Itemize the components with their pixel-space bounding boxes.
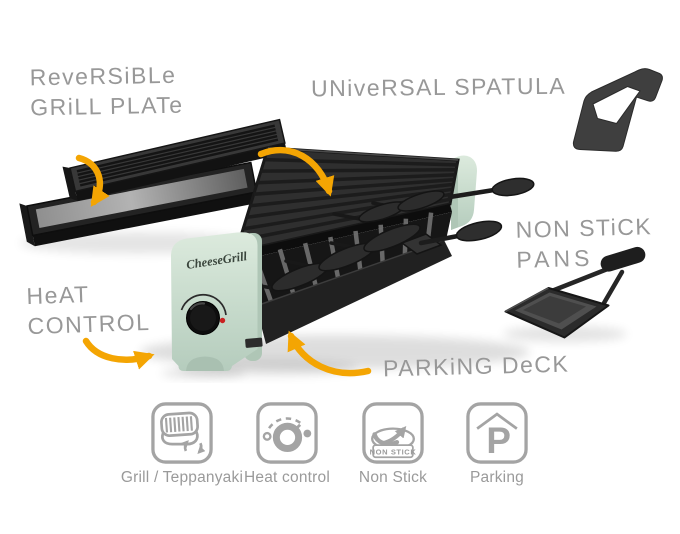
heat-control-arrow xyxy=(82,337,155,370)
annotation-arrows xyxy=(75,146,372,377)
parking-deck-arrow xyxy=(287,330,372,377)
annotation-line: ReveRSiBLe xyxy=(29,61,177,91)
feature-parking: P Parking xyxy=(422,402,572,487)
annotation-reversible-grill-plate: ReveRSiBLe GRiLL PLATe xyxy=(29,60,184,123)
non-stick-icon: NON STICK xyxy=(362,402,424,464)
feature-label: Heat control xyxy=(244,469,330,486)
parking-icon-letter: P xyxy=(486,420,511,461)
grill-plate-flat xyxy=(19,161,259,247)
annotation-line: GRiLL PLATe xyxy=(30,91,184,121)
grill-plate-arrow xyxy=(257,146,335,197)
annotation-line: PANS xyxy=(516,244,594,273)
grill-teppanyaki-icon xyxy=(151,402,213,464)
main-grill: CheeseGrill xyxy=(170,146,535,371)
annotation-parking-deck: PARKiNG DeCK xyxy=(383,349,570,384)
heat-control-icon xyxy=(256,402,318,464)
feature-non-stick: NON STICK Non Stick xyxy=(318,402,468,487)
parked-pan-handles xyxy=(236,190,445,292)
grill-base xyxy=(256,240,452,344)
parking-icon: P xyxy=(466,402,528,464)
annotation-universal-spatula: UNiveRSAL SPATULA xyxy=(311,71,566,104)
brand-badge xyxy=(245,337,263,348)
mini-pan xyxy=(504,246,646,339)
annotation-line: CONTROL xyxy=(27,308,151,340)
feature-grill-teppanyaki: Grill / Teppanyaki xyxy=(107,402,257,487)
feature-heat-control: Heat control xyxy=(212,402,362,487)
heat-knob xyxy=(180,293,227,335)
feature-label: Non Stick xyxy=(358,469,428,486)
grill-plate-ribbed xyxy=(62,118,288,202)
flip-arrow xyxy=(75,154,110,207)
power-indicator-dot xyxy=(219,317,226,324)
annotation-non-stick-pans: NON STiCK PANS xyxy=(515,211,653,275)
annotation-line: UNiveRSAL SPATULA xyxy=(310,72,567,102)
reverse-arrows-icon xyxy=(180,440,206,455)
spatula xyxy=(572,68,663,152)
feature-label: Parking xyxy=(470,469,524,486)
non-stick-icon-text: NON STICK xyxy=(370,447,417,456)
feature-label: Grill / Teppanyaki xyxy=(120,469,244,486)
annotation-line: HeAT xyxy=(26,280,91,310)
annotation-heat-control: HeAT CONTROL xyxy=(26,277,151,341)
annotation-line: NON STiCK xyxy=(515,213,653,243)
protruding-pan-handles xyxy=(400,177,535,255)
annotation-line: PARKiNG DeCK xyxy=(382,350,570,382)
left-end-cap: CheeseGrill xyxy=(170,232,263,371)
